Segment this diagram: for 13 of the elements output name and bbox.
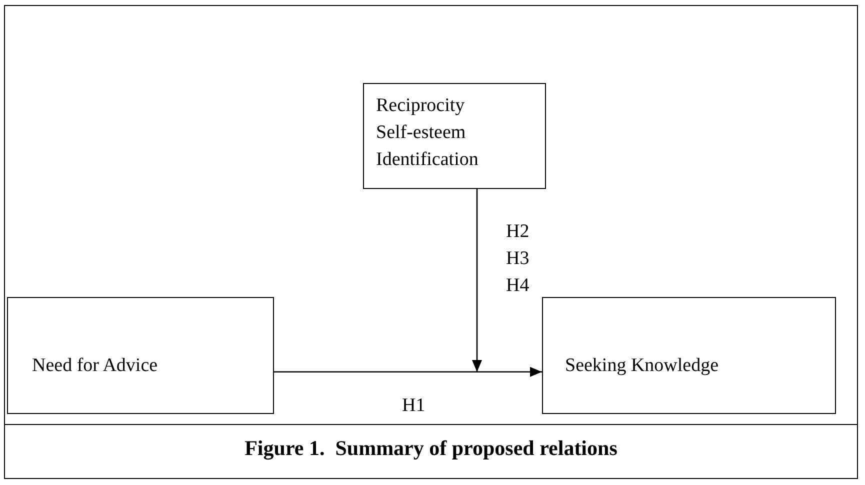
concept-box: [542, 297, 836, 414]
arrow: [472, 189, 482, 372]
box-text: Identification: [376, 148, 478, 172]
hypothesis-label: H2 H3 H4: [506, 220, 530, 298]
box-text: Need for Advice: [32, 354, 158, 378]
concept-box: [7, 297, 274, 414]
box-text: Seeking Knowledge: [565, 354, 719, 378]
box-text: Self-esteem: [376, 121, 466, 145]
arrow: [274, 366, 542, 377]
hypothesis-label: H1: [402, 394, 426, 418]
figure-caption: Figure 1. Summary of proposed relations: [244, 435, 618, 462]
concept-box: [363, 83, 546, 189]
box-text: Reciprocity: [376, 94, 465, 118]
